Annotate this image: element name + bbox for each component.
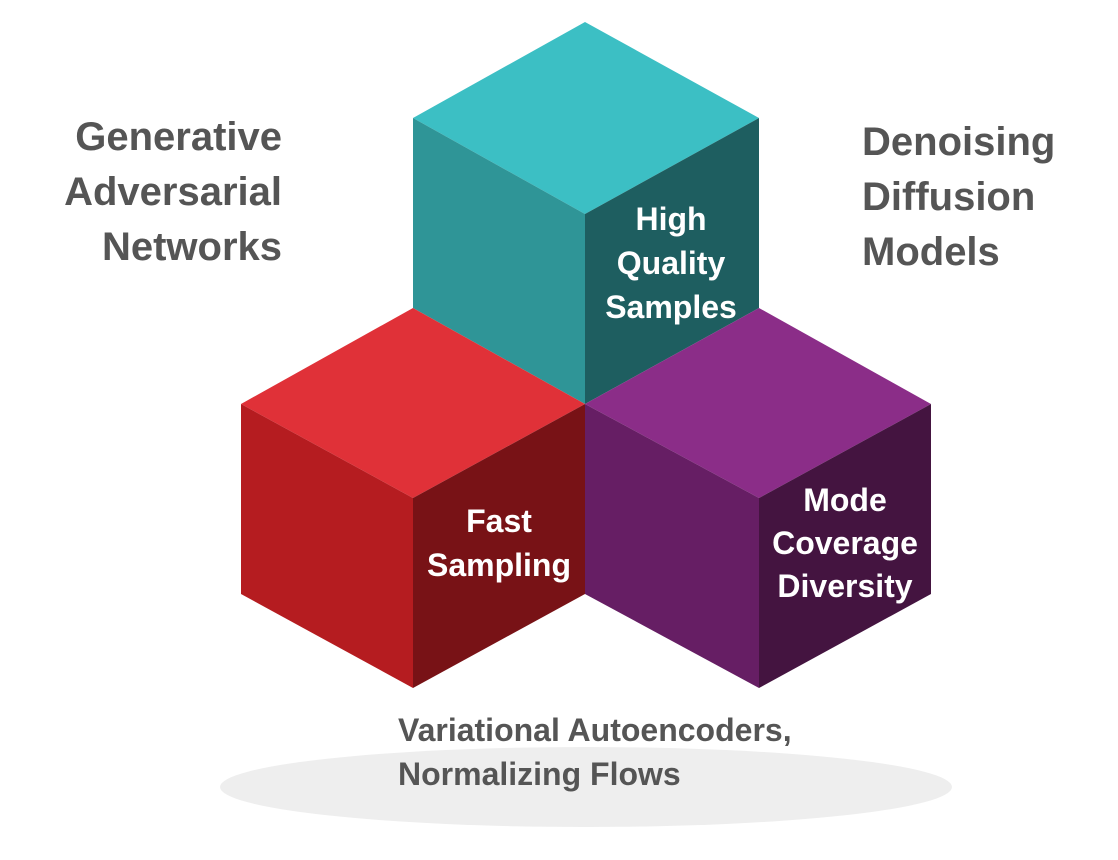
cube-purple-left-face [585, 404, 759, 688]
cube-teal-top-face [413, 22, 759, 214]
cube-red-left-face [241, 404, 413, 688]
label-vae-normalizing-flows: Variational Autoencoders, Normalizing Fl… [398, 708, 792, 796]
ground-shadow [220, 747, 952, 827]
label-line: Fast [466, 503, 532, 539]
cube-purple [585, 308, 931, 688]
label-line: Adversarial [64, 170, 282, 214]
label-line: Diversity [777, 568, 913, 604]
cube-purple-top-face [585, 308, 931, 498]
label-mode-coverage-diversity: Mode Coverage Diversity [759, 479, 931, 608]
cube-red-top-face [241, 308, 585, 498]
label-high-quality-samples: High Quality Samples [585, 197, 757, 329]
label-line: Generative [75, 115, 282, 159]
label-line: Diffusion [862, 175, 1036, 219]
label-denoising-diffusion-models: Denoising Diffusion Models [862, 115, 1055, 280]
label-line: Networks [101, 225, 282, 269]
cube-red [241, 308, 585, 688]
label-line: Coverage [772, 525, 918, 561]
label-line: Quality [616, 245, 726, 281]
cube-purple-right-face [759, 404, 931, 688]
label-line: Samples [605, 289, 737, 325]
label-line: Normalizing Flows [398, 756, 681, 792]
label-fast-sampling: Fast Sampling [413, 499, 585, 587]
cube-teal-right-face [585, 118, 759, 404]
label-line: High [635, 201, 707, 237]
label-line: Denoising [862, 120, 1056, 164]
label-line: Mode [803, 482, 887, 518]
label-line: Variational Autoencoders, [398, 712, 792, 748]
cube-red-right-face [413, 404, 585, 688]
cube-teal [413, 22, 759, 404]
label-line: Models [862, 230, 1000, 274]
cube-teal-left-face [413, 118, 585, 404]
label-generative-adversarial-networks: Generative Adversarial Networks [64, 110, 282, 275]
label-line: Sampling [426, 547, 571, 583]
